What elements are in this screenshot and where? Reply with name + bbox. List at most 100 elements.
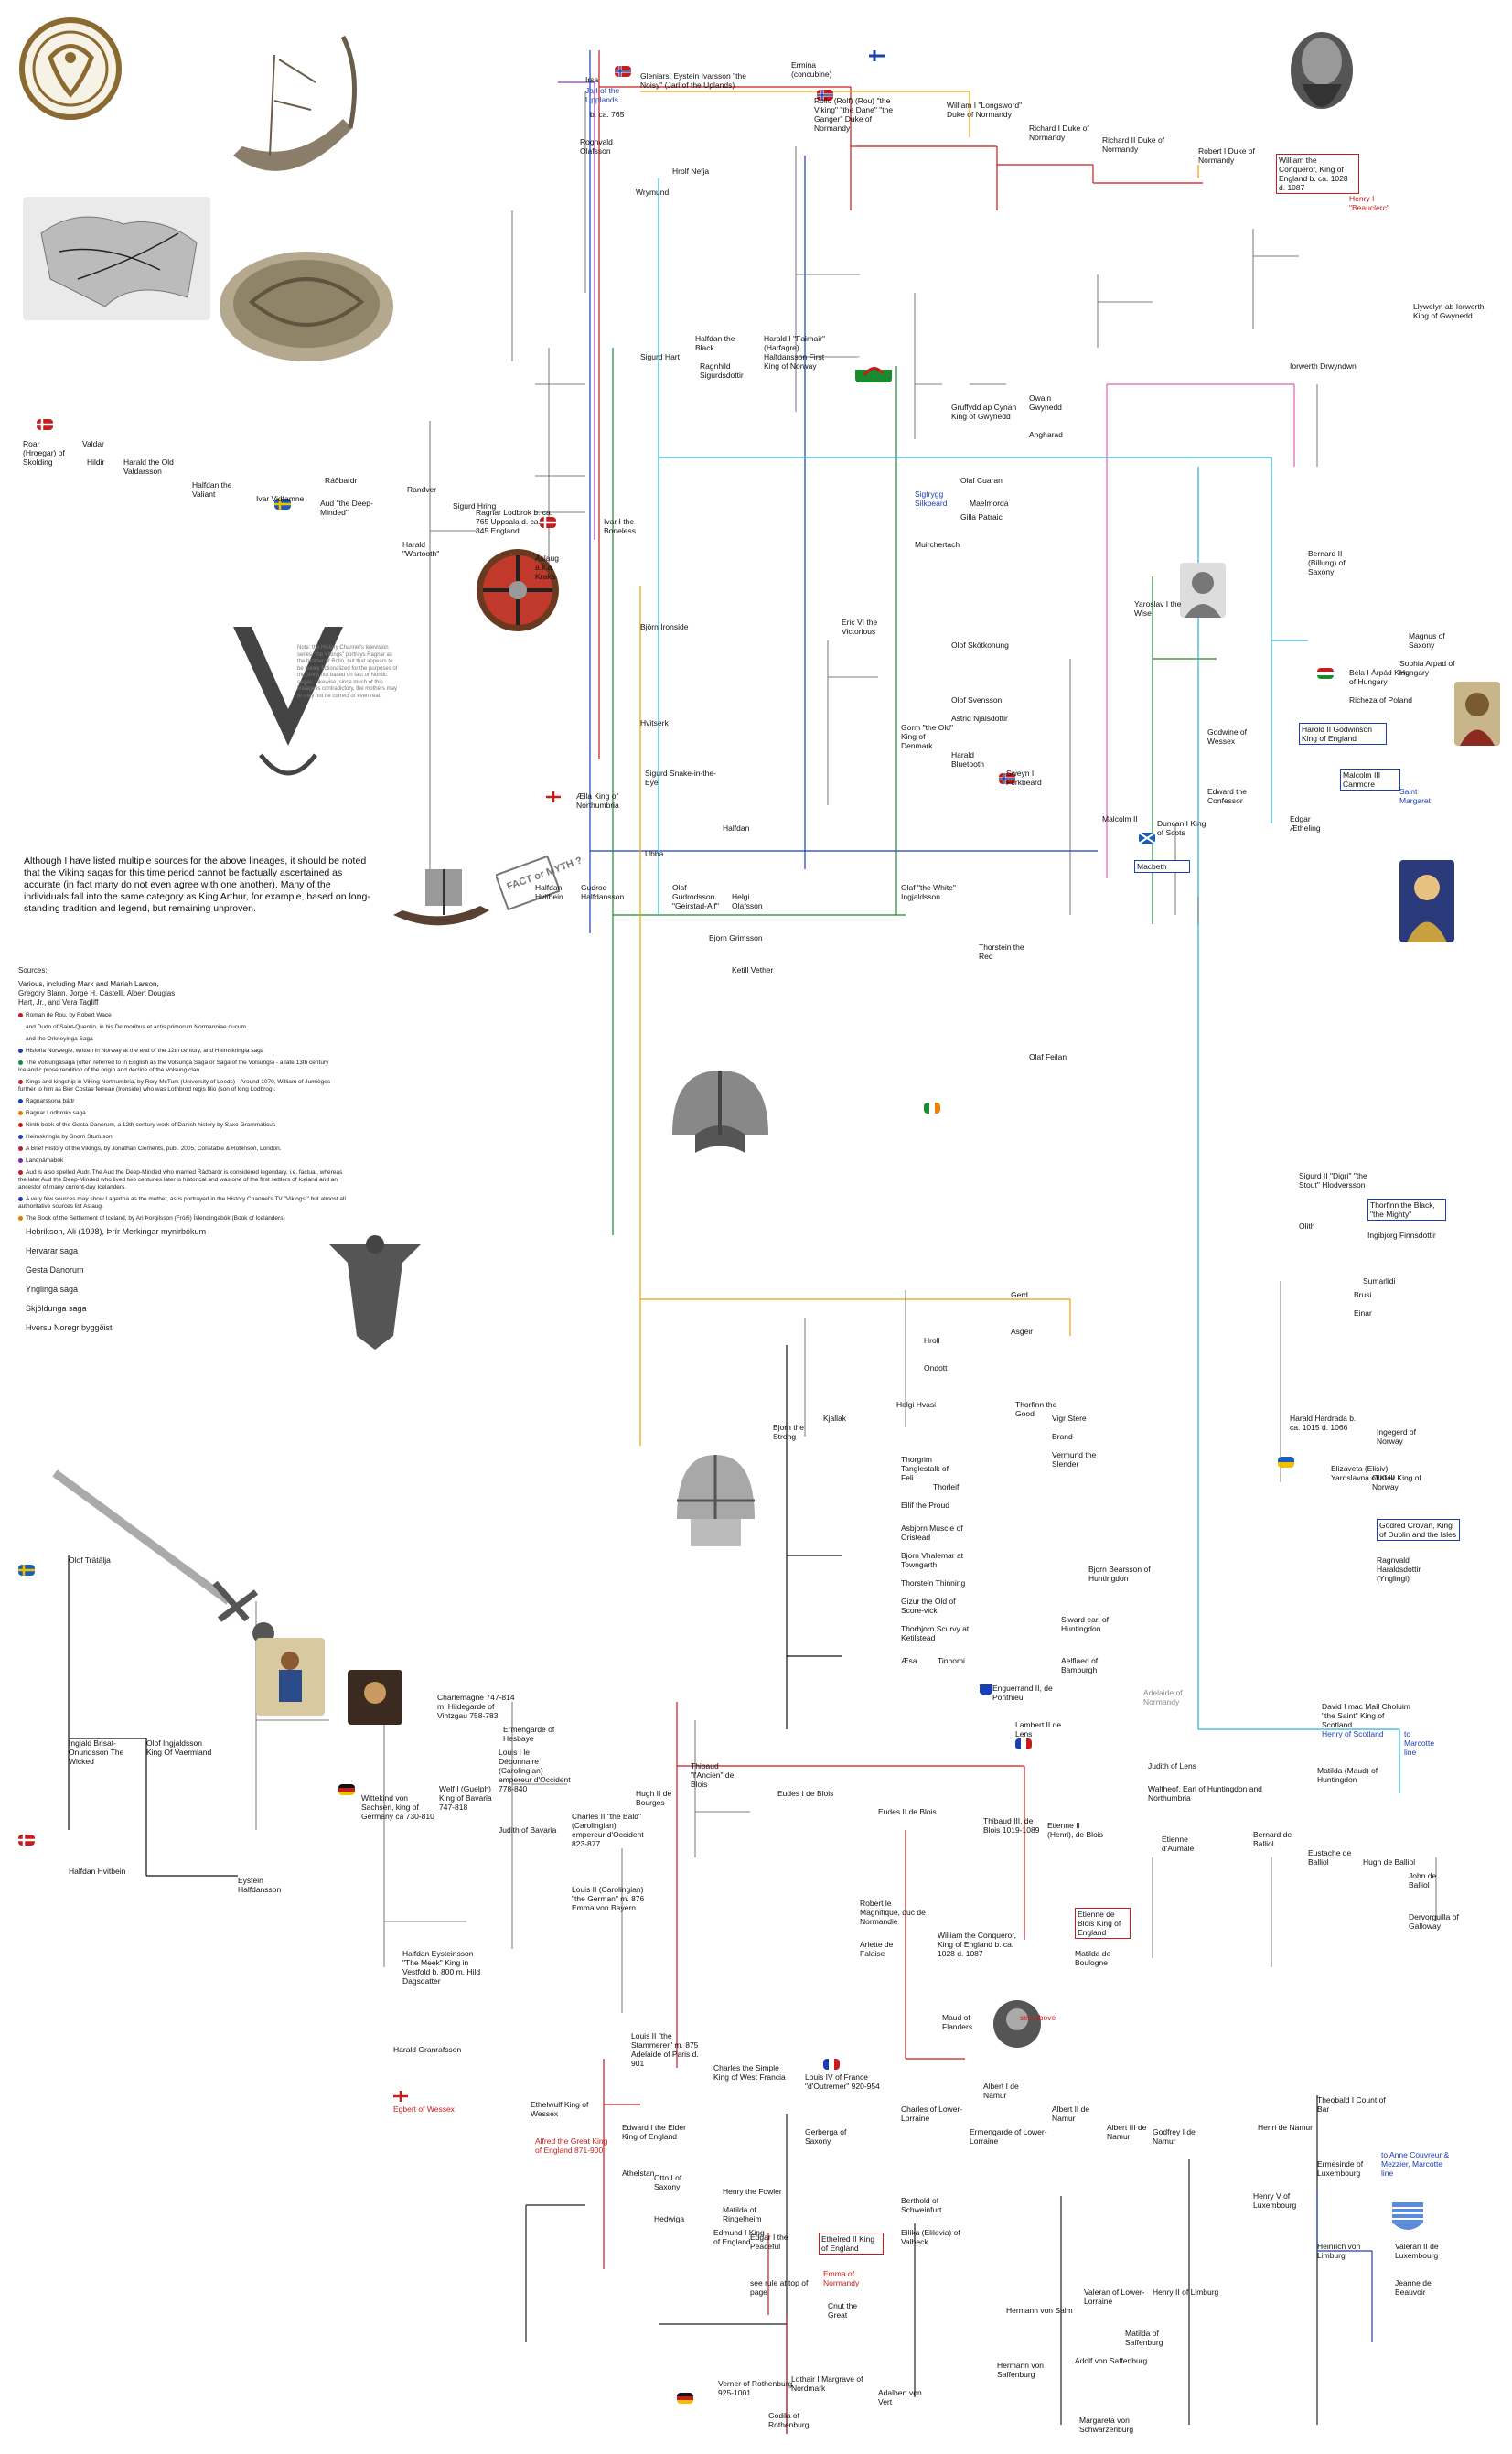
source-marker-icon	[18, 1230, 23, 1234]
viking-emblem-icon	[19, 17, 122, 120]
person-thorfinn-black: Thorfinn the Black, "the Mighty"	[1367, 1199, 1446, 1221]
person-richard-i: Richard I Duke of Normandy	[1029, 124, 1089, 142]
line-grey-bottom	[525, 2095, 1318, 2434]
viking-map-icon	[23, 197, 210, 320]
person-halfdan-mild: Halfdan Eysteinsson "The Meek" King in V…	[402, 1949, 481, 1986]
norway-flag-icon	[817, 90, 833, 101]
person-iorwerth: Iorwerth Drwyndwn	[1290, 361, 1357, 371]
source-text: A Brief History of the Vikings, by Jonat…	[26, 1146, 282, 1152]
person-radbard: Ráðbardr	[325, 476, 358, 485]
person-olaf-feilan: Olaf Feilan	[1029, 1052, 1067, 1061]
person-roar: Roar (Hroegar) of Skolding	[23, 439, 65, 467]
person-sigtrygg: Sigtrygg Silkbeard	[915, 490, 948, 508]
person-aelflaed: Aelflaed of Bamburgh	[1061, 1656, 1099, 1674]
person-olof-trutalja: Olof Trätälja	[69, 1555, 111, 1565]
person-ubba: Ubba	[645, 849, 664, 858]
person-harald-bluetooth: Harald Bluetooth	[951, 750, 984, 769]
person-godred-crovan: Godred Crovan, King of Dublin and the Is…	[1377, 1519, 1460, 1541]
person-egbert-wessex: Egbert of Wessex	[393, 2104, 455, 2114]
source-text: The Volsungasaga (often referred to in E…	[18, 1060, 329, 1073]
person-etienne-stephen: Etienne de Blois King of England	[1075, 1908, 1131, 1939]
person-bernard-billung: Bernard II (Billung) of Saxony	[1308, 549, 1346, 576]
person-welf: Welf I (Guelph) King of Bavaria 747-818	[439, 1784, 492, 1812]
person-eudes-i: Eudes I de Blois	[777, 1789, 834, 1798]
source-marker-icon	[18, 1196, 23, 1201]
person-david-i: David I mac Maíl Choluim "the Saint" Kin…	[1322, 1702, 1410, 1729]
scotland-flag-icon	[1139, 833, 1155, 844]
source-marker-icon	[18, 1060, 23, 1065]
person-wrymund: Wrymund	[636, 188, 670, 197]
denmark-flag-icon	[18, 1835, 35, 1846]
person-helgi-olafsson: Helgi Olafsson	[732, 892, 763, 910]
denmark-flag-icon	[37, 419, 53, 430]
line-cyan	[658, 178, 1308, 915]
person-sweyn-forkbeard: Sweyn I Forkbeard	[1006, 769, 1042, 787]
person-lambert-lens: Lambert II de Lens	[1015, 1720, 1062, 1738]
portrait-icon	[348, 1670, 402, 1725]
person-b765: b. ca. 765	[590, 110, 625, 119]
person-eudes-ii: Eudes II de Blois	[878, 1807, 937, 1816]
norway-flag-icon	[615, 66, 631, 77]
person-aesa: Æsa	[901, 1656, 917, 1665]
person-rollo: Rollo (Rolf) (Rou) "the Viking" "the Dan…	[814, 96, 894, 133]
person-matilda-huntingdon: Matilda (Maud) of Huntingdon	[1317, 1766, 1378, 1784]
history-channel-note: Note: the History Channel's television s…	[297, 645, 398, 699]
person-cnut: Cnut the Great	[828, 2301, 858, 2319]
source-text: Hebrikson, Ali (1998), Þrír Merkingar my…	[26, 1227, 207, 1236]
person-widukind: Wittekind von Sachsen, king of Germany c…	[361, 1793, 434, 1821]
person-ermesinde: Ermesinde of Luxembourg	[1317, 2159, 1364, 2178]
person-maud-flanders: Maud of Flanders	[942, 2013, 973, 2031]
person-ingibjorg: Ingibjorg Finnsdottir	[1367, 1231, 1436, 1240]
source-marker-icon	[18, 1326, 23, 1330]
source-item: Ragnar Lodbroks saga	[18, 1110, 348, 1117]
person-arlette: Arlette de Falaise	[860, 1940, 894, 1958]
person-godfrey: Godfrey I de Namur	[1153, 2127, 1196, 2146]
person-etienne-ii: Etienne II (Henri), de Blois	[1047, 1821, 1103, 1839]
person-adalbert: Adalbert von Vert	[878, 2388, 922, 2406]
source-text: Kings and kingship in Viking Northumbria…	[18, 1079, 331, 1092]
germany-flag-icon	[338, 1784, 355, 1795]
person-hugh-balliol: Hugh de Balliol	[1363, 1857, 1416, 1867]
line-lblue	[1197, 467, 1400, 1793]
person-ethelred-ii: Ethelred II King of England	[819, 2233, 884, 2255]
source-marker-icon	[18, 1025, 23, 1029]
person-ragnvald: Ragnvald Haraldsdottir (Ynglingi)	[1377, 1555, 1421, 1583]
source-text: Ynglinga saga	[26, 1285, 79, 1294]
person-saint-margaret: Saint Margaret	[1399, 787, 1432, 805]
person-louis-iv: Louis IV of France "d'Outremer" 920-954	[805, 2072, 880, 2091]
saint-portrait-icon	[1399, 860, 1454, 942]
person-alfred-great: Alfred the Great King of England 871-900	[535, 2136, 608, 2155]
person-asbjorn: Asbjorn Muscle of Oristead	[901, 1523, 963, 1542]
person-ragnhild: Ragnhild Sigurdsdottir	[700, 361, 744, 380]
person-randver: Randver	[407, 485, 437, 494]
person-thorfinn: Thorfinn the Good	[1015, 1400, 1057, 1418]
person-hvitserk: Hvitserk	[640, 718, 669, 727]
viking-helmet-icon	[672, 1071, 768, 1153]
person-portrait-icon	[1180, 563, 1226, 618]
person-gudrod: Gudrod Halfdansson	[581, 883, 625, 901]
person-henry-v-luxembourg: Henry V of Luxembourg	[1253, 2191, 1297, 2210]
person-harald-wartooth: Harald "Wartooth"	[402, 540, 440, 558]
line-red-main	[676, 1702, 1025, 2068]
person-olaf-cuaran: Olaf Cuaran	[960, 476, 1003, 485]
person-charles-simple: Charles the Simple King of West Francia	[713, 2063, 786, 2082]
source-item: and Dudo of Saint-Quentin, in his De mor…	[18, 1024, 348, 1031]
person-emma-normandy: Emma of Normandy	[823, 2269, 860, 2287]
person-valeran-lower-lorraine: Valeran of Lower-Lorraine	[1084, 2287, 1145, 2306]
person-duncan-i: Duncan I King of Scots	[1157, 819, 1206, 837]
person-hedwiga: Hedwiga	[654, 2214, 685, 2223]
person-helgi-hvasi: Helgi Hvasi	[896, 1400, 936, 1409]
person-matilda-boulogne: Matilda de Boulogne	[1075, 1949, 1111, 1967]
person-hugh-bourges: Hugh II de Bourges	[636, 1789, 672, 1807]
person-william-longsword: William I "Longsword" Duke of Normandy	[947, 101, 1023, 119]
person-william-conqueror-2: William the Conqueror, King of England b…	[938, 1931, 1016, 1958]
source-item: Gesta Danorum	[18, 1265, 348, 1275]
person-otto-i: Otto I of Saxony	[654, 2173, 682, 2191]
person-thibaud-iii: Thibaud III, de Blois 1019-1089	[983, 1816, 1040, 1835]
person-hrolf-nefja: Hrolf Nefja	[672, 167, 710, 176]
person-malcolm-iii: Malcolm III Canmore	[1340, 769, 1400, 791]
thors-hammer-icon	[329, 1235, 421, 1350]
source-text: Landnámabók	[26, 1157, 64, 1164]
person-thorbjorn-scurvy: Thorbjorn Scurvy at Ketilstead	[901, 1624, 970, 1642]
